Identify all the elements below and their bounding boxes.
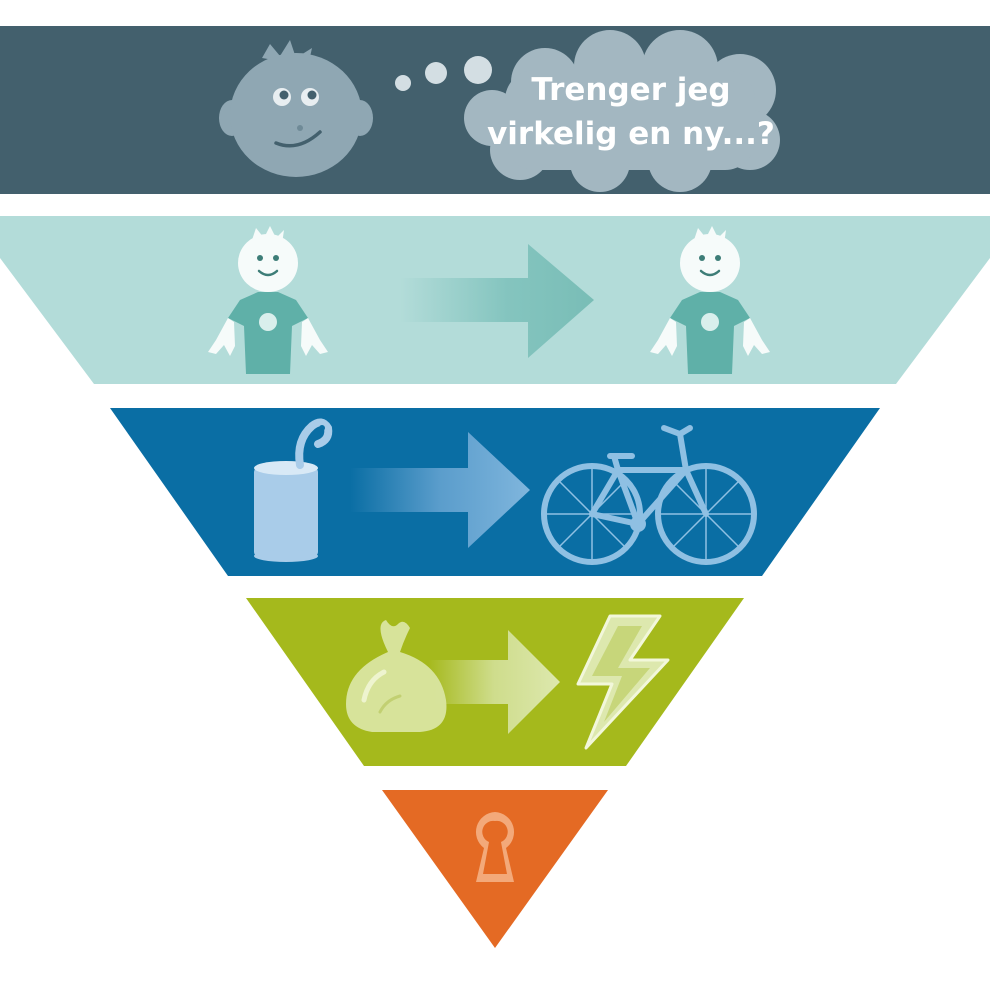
band-disposal — [382, 790, 608, 948]
band-recycle — [110, 408, 880, 576]
thought-dots — [395, 56, 492, 91]
boy-icon-right — [650, 226, 770, 374]
thought-line-1: Trenger jeg — [531, 72, 730, 108]
boy-icon-left — [208, 226, 328, 374]
thought-cloud: Trenger jeg virkelig en ny...? — [464, 30, 780, 192]
can-icon — [254, 418, 333, 562]
arrow-right-icon — [350, 432, 530, 548]
keyhole-icon — [475, 812, 515, 882]
band-energy-recovery — [246, 598, 744, 766]
band-reuse — [0, 216, 990, 384]
band-reduce: Trenger jeg virkelig en ny...? — [0, 26, 990, 194]
bicycle-icon — [541, 425, 757, 565]
lightning-icon — [576, 614, 670, 750]
trash-bag-icon — [346, 620, 447, 732]
arrow-right-icon — [400, 244, 594, 358]
thinking-face-icon — [219, 40, 373, 177]
thought-line-2: virkelig en ny...? — [487, 116, 775, 152]
arrow-right-icon — [428, 630, 560, 734]
